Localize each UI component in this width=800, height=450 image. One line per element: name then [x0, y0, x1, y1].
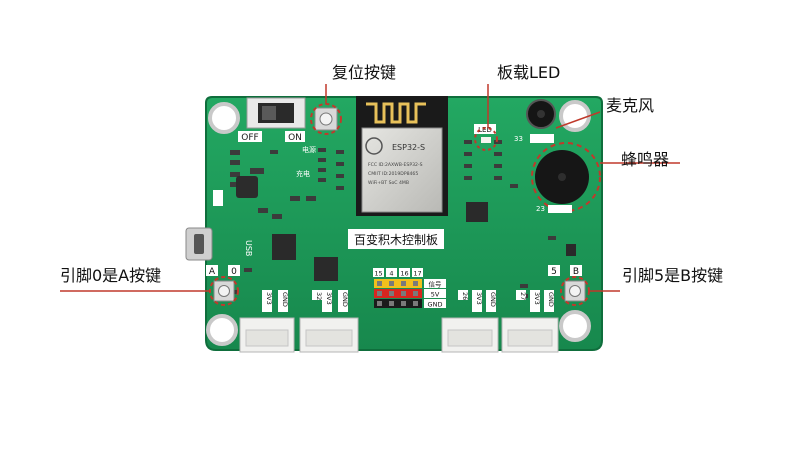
left-conn-b-pin: 32: [315, 292, 323, 300]
callout-pin5-button-b: 引脚5是B按键: [622, 266, 724, 285]
module-cmiit: CMIIT ID:2019DP8465: [368, 171, 418, 177]
module-model: ESP32-S: [392, 143, 425, 152]
usb-serial-chip: [314, 257, 338, 281]
left-conn-b-gnd: GND: [341, 292, 349, 307]
charge-label: 充电: [296, 169, 310, 178]
mount-hole-tr: [559, 100, 591, 132]
button-a-letter: A: [209, 267, 216, 277]
header-pin-2: 4: [389, 270, 393, 278]
silk-23: 23: [536, 205, 545, 213]
callout-pin0-button-a: 引脚0是A按键: [60, 266, 162, 285]
left-conn-a-gnd: GND: [281, 292, 289, 307]
module-fcc: FCC ID:2AXWB-ESP32-S: [368, 162, 423, 168]
onboard-led: [481, 137, 491, 143]
silk-33: 33: [514, 135, 523, 143]
jst-connector-4[interactable]: [501, 317, 559, 353]
jst-connector-1[interactable]: [239, 317, 295, 353]
jst-connector-2[interactable]: [299, 317, 359, 353]
usb-c-port: [185, 227, 213, 261]
header-pin-1: 15: [374, 270, 382, 278]
mount-hole-br: [559, 310, 591, 342]
callout-onboard-led: 板载LED: [497, 63, 561, 82]
power-label: 电源: [302, 145, 316, 154]
header-signal-label: 信号: [429, 280, 443, 289]
button-b-letter: B: [573, 267, 579, 277]
amp-chip: [466, 202, 488, 222]
esp32-module: ESP32-S FCC ID:2AXWB-ESP32-S CMIIT ID:20…: [356, 96, 448, 216]
pin-header: 15 4 16 17 信号 5V GND: [373, 268, 446, 309]
button-b[interactable]: [564, 280, 586, 302]
right-conn-a-pin: 26: [461, 292, 469, 300]
header-pin-3: 16: [400, 270, 408, 278]
header-pin-4: 17: [413, 270, 421, 278]
button-a-pin: 0: [231, 267, 237, 277]
mount-hole-bl: [206, 314, 238, 346]
power-switch[interactable]: [246, 97, 306, 129]
left-conn-a-3v3: 3V3: [265, 292, 273, 305]
jst-connector-3[interactable]: [441, 317, 499, 353]
right-conn-b-gnd: GND: [547, 292, 555, 307]
silk-label-a: [213, 190, 223, 206]
sensor-chip: [566, 244, 576, 256]
inductor: [236, 176, 258, 198]
button-b-pin: 5: [551, 267, 557, 277]
right-conn-a-gnd: GND: [489, 292, 497, 307]
callout-lines: [60, 84, 680, 292]
button-a[interactable]: [213, 280, 235, 302]
led-label: LED: [478, 126, 492, 134]
mount-hole-tl: [208, 102, 240, 134]
regulator-chip: [272, 234, 296, 260]
right-conn-b-3v3: 3V3: [533, 292, 541, 305]
reset-button[interactable]: [314, 107, 338, 131]
callout-reset-button: 复位按键: [332, 63, 397, 82]
right-connector-labels: 26 3V3 GND 27 3V3 GND: [458, 290, 555, 312]
board-title: 百变积木控制板: [354, 232, 438, 247]
header-gnd-label: GND: [428, 301, 443, 309]
led-highlight-ring: [474, 127, 498, 151]
right-conn-b-pin: 27: [519, 292, 527, 300]
right-conn-a-3v3: 3V3: [475, 292, 483, 305]
switch-on-label: ON: [288, 133, 302, 143]
buzzer-highlight-ring: [531, 142, 601, 212]
callout-microphone: 麦克风: [606, 96, 655, 115]
left-connector-labels: 3V3 GND 32 3V3 GND: [262, 290, 349, 312]
usb-label: USB: [244, 240, 253, 256]
module-wifi: WiFi+BT SoC 4MB: [368, 180, 409, 186]
pcb-board: [205, 96, 603, 351]
left-conn-b-3v3: 3V3: [325, 292, 333, 305]
header-5v-label: 5V: [431, 291, 440, 299]
smd-components: [230, 140, 556, 298]
switch-off-label: OFF: [241, 133, 258, 143]
callout-buzzer: 蜂鸣器: [621, 150, 670, 169]
